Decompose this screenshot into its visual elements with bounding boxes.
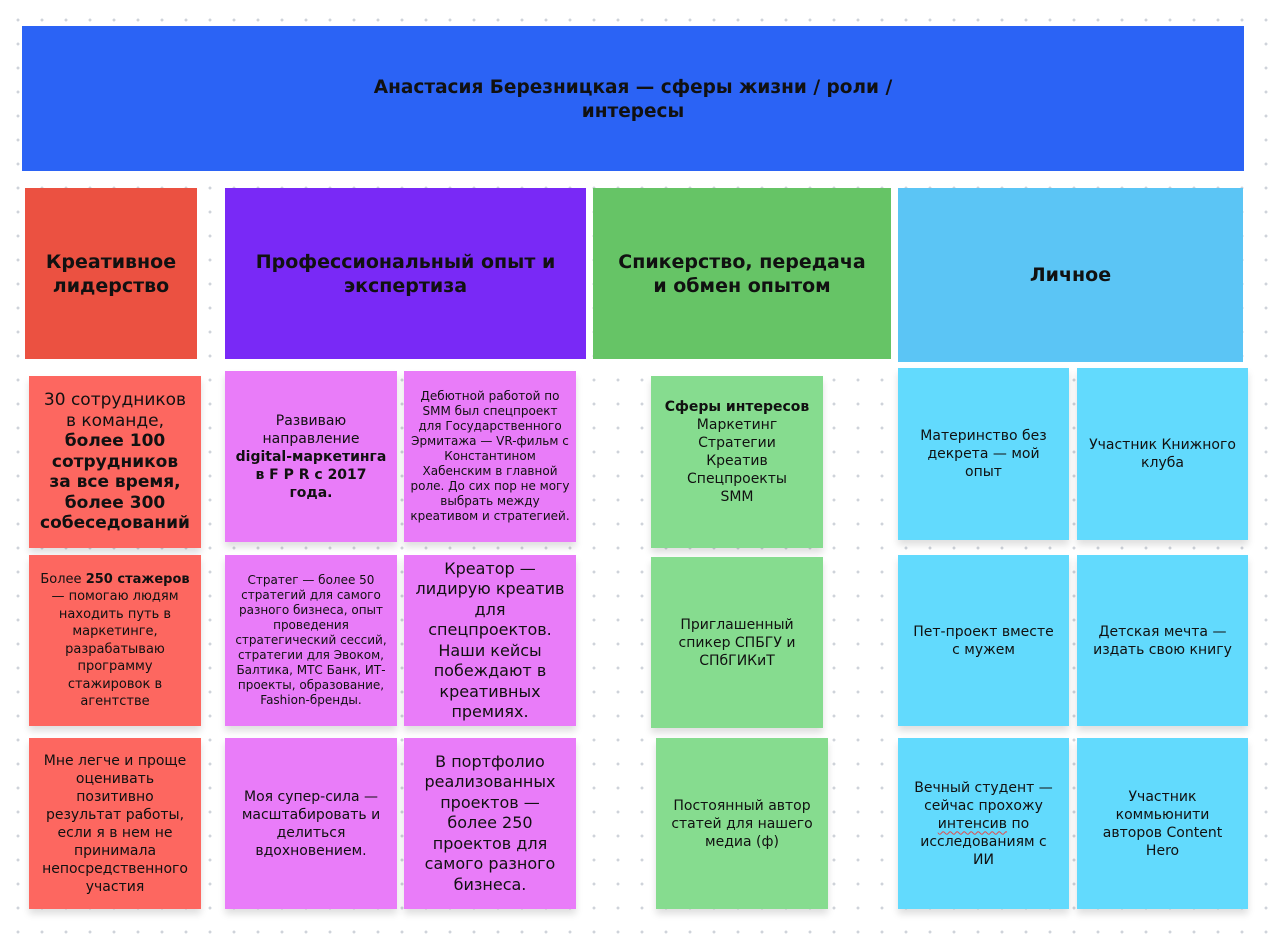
note-text: по исследованиям с ИИ (920, 815, 1047, 868)
sticky-note-professional-4[interactable]: Креатор — лидирую креатив для спецпроект… (404, 555, 576, 726)
note-text: Креатор — лидирую креатив для спецпроект… (415, 558, 565, 722)
note-text: Мне легче и проще оценивать позитивно ре… (42, 752, 188, 895)
header-personal[interactable]: Личное (898, 188, 1243, 362)
note-text: Вечный студент — сейчас прохожу (914, 779, 1053, 814)
note-text: Моя супер-сила — масштабировать и делить… (241, 788, 381, 859)
note-text-misspelled: интенсив (937, 815, 1008, 832)
sticky-note-personal-3[interactable]: Пет-проект вместе с мужем (898, 555, 1069, 726)
note-text: 30 сотрудников в команде, (43, 390, 187, 431)
sticky-note-professional-1[interactable]: Развиваю направление digital-маркетинга … (225, 371, 397, 542)
note-text: Стратег — более 50 стратегий для самого … (235, 573, 387, 707)
sticky-note-speaking-3[interactable]: Постоянный автор статей для нашего медиа… (656, 738, 828, 909)
sticky-note-personal-2[interactable]: Участник Книжного клуба (1077, 368, 1248, 540)
interest-item: Спецпроекты (687, 471, 787, 487)
header-leadership-label: Креативное лидерство (45, 250, 177, 297)
note-text: Более (40, 571, 82, 587)
sticky-note-leadership-2[interactable]: Более 250 стажеров — помогаю людям наход… (29, 555, 201, 726)
note-text-bold: более 100 сотрудников за все время, боле… (40, 431, 190, 534)
note-text: В портфолио реализованных проектов — бол… (424, 751, 556, 894)
note-text: Приглашенный спикер СПБГУ и СПбГИКиТ (678, 616, 796, 669)
note-text: Детская мечта — издать свою книгу (1093, 623, 1232, 658)
interest-item: Стратегии (698, 435, 776, 451)
header-personal-label: Личное (1029, 264, 1112, 286)
sticky-note-leadership-3[interactable]: Мне легче и проще оценивать позитивно ре… (29, 738, 201, 909)
interest-item: Креатив (706, 453, 768, 469)
header-leadership[interactable]: Креативное лидерство (25, 188, 197, 359)
header-professional[interactable]: Профессиональный опыт и экспертиза (225, 188, 586, 359)
note-text: Участник коммьюнити авторов Content Hero (1102, 788, 1223, 859)
note-text: Материнство без декрета — мой опыт (920, 428, 1047, 480)
note-text-bold: 250 стажеров (85, 571, 190, 587)
interests-list: Сферы интересов Маркетинг Стратегии Креа… (661, 398, 813, 506)
sticky-note-leadership-1[interactable]: 30 сотрудников в команде, более 100 сотр… (29, 376, 201, 548)
note-text: Дебютной работой по SMM был спецпроект д… (410, 389, 570, 523)
note-text: — помогаю людям находить путь в маркетин… (51, 589, 179, 709)
title-banner[interactable]: Анастасия Березницкая — сферы жизни / ро… (22, 26, 1244, 171)
sticky-note-professional-6[interactable]: В портфолио реализованных проектов — бол… (404, 738, 576, 909)
interest-item: SMM (720, 489, 754, 505)
note-text: Участник Книжного клуба (1089, 437, 1236, 471)
sticky-note-personal-6[interactable]: Участник коммьюнити авторов Content Hero (1077, 738, 1248, 909)
note-text: Развиваю направление (262, 412, 360, 447)
interest-item: Маркетинг (696, 417, 778, 433)
note-text: Пет-проект вместе с мужем (913, 623, 1054, 658)
sticky-note-professional-2[interactable]: Дебютной работой по SMM был спецпроект д… (404, 371, 576, 542)
sticky-note-personal-4[interactable]: Детская мечта — издать свою книгу (1077, 555, 1248, 726)
sticky-note-personal-1[interactable]: Материнство без декрета — мой опыт (898, 368, 1069, 540)
sticky-note-professional-5[interactable]: Моя супер-сила — масштабировать и делить… (225, 738, 397, 909)
sticky-note-speaking-2[interactable]: Приглашенный спикер СПБГУ и СПбГИКиТ (651, 557, 823, 728)
header-speaking[interactable]: Спикерство, передача и обмен опытом (593, 188, 891, 359)
sticky-note-personal-5[interactable]: Вечный студент — сейчас прохожу интенсив… (898, 738, 1069, 909)
header-professional-label: Профессиональный опыт и экспертиза (255, 250, 556, 297)
interests-title: Сферы интересов (664, 399, 810, 415)
sticky-note-professional-3[interactable]: Стратег — более 50 стратегий для самого … (225, 555, 397, 726)
note-text: Постоянный автор статей для нашего медиа… (671, 797, 813, 850)
header-speaking-label: Спикерство, передача и обмен опытом (618, 250, 866, 297)
sticky-note-interests[interactable]: Сферы интересов Маркетинг Стратегии Креа… (651, 376, 823, 548)
board-title: Анастасия Березницкая — сферы жизни / ро… (373, 76, 893, 122)
note-text-bold: digital-маркетинга в F P R с 2017 года. (235, 448, 387, 501)
